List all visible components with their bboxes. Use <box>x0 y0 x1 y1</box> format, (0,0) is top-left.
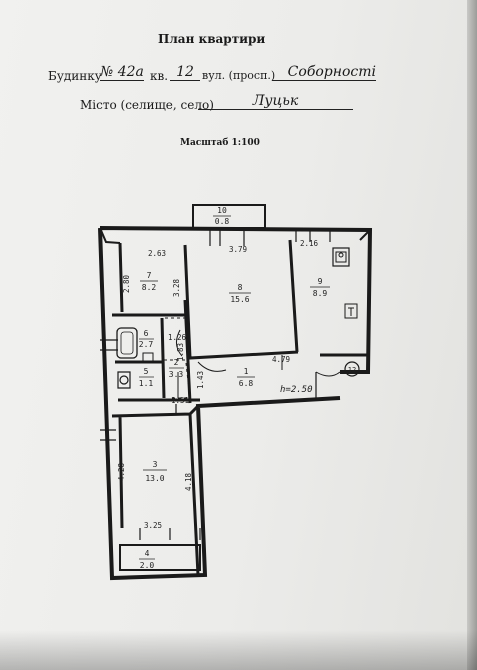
dim-label: 2.80 <box>122 274 131 293</box>
dim-label: 4.28 <box>117 462 126 481</box>
building-number: № 42а <box>100 64 144 81</box>
room-4-number: 4 <box>145 549 150 558</box>
room-2-number: 2 <box>174 358 179 367</box>
document-title: План квартири <box>158 32 266 46</box>
city-label: Місто (селище, село) <box>80 98 214 112</box>
apartment-label: кв. <box>150 69 169 83</box>
dim-label: 3.28 <box>172 278 181 297</box>
room-5-area: 1.1 <box>139 379 154 388</box>
room-5-number: 5 <box>144 367 149 376</box>
page-edge <box>467 0 477 670</box>
dim-label: 3.79 <box>229 245 247 254</box>
scale-label: Масштаб 1:100 <box>180 138 260 148</box>
street-name: Соборності <box>272 64 376 81</box>
door-swings <box>176 329 341 398</box>
dashed-passages <box>164 317 191 401</box>
dim-label: 2.16 <box>300 239 319 248</box>
bathtub-icon <box>116 327 138 359</box>
room-3-area: 13.0 <box>145 474 164 483</box>
room-4-area: 2.0 <box>140 561 155 570</box>
street-type-label: вул. (просп.) <box>202 69 276 82</box>
dim-label: 1.26 <box>168 333 187 342</box>
dim-label: 3.25 <box>144 521 162 530</box>
dim-label: 1.51 <box>171 396 189 405</box>
room-8-area: 15.6 <box>230 295 249 304</box>
kitchen-sink-icon <box>344 303 358 319</box>
inner-walls <box>111 239 368 576</box>
room-9-area: 8.9 <box>313 289 328 298</box>
room-7-number: 7 <box>147 271 152 280</box>
toilet-icon <box>117 371 131 389</box>
room-8-number: 8 <box>238 283 243 292</box>
room-6-area: 2.7 <box>139 340 154 349</box>
apartment-marker-circle <box>344 361 360 377</box>
outer-walls <box>98 226 373 581</box>
room-6-number: 6 <box>144 329 149 338</box>
dim-label: 4.18 <box>184 472 193 491</box>
dimension-labels: 3.79 2.63 2.16 2.80 3.28 1.26 4.79 1.43 … <box>117 239 319 530</box>
room-labels: 10 0.8 7 8.2 8 15.6 9 8.9 6 2.7 5 1.1 2 … <box>139 206 330 570</box>
apartment-marker: 12 <box>348 366 356 374</box>
room-1-number: 1 <box>244 367 249 376</box>
apartment-number: 12 <box>170 64 200 81</box>
page-shadow <box>0 630 477 670</box>
stove-icon <box>332 247 350 267</box>
building-label: Будинку <box>48 69 102 83</box>
room-1-area: 6.8 <box>239 379 254 388</box>
room-10-number: 10 <box>217 206 227 215</box>
dim-label: 4.79 <box>272 355 290 364</box>
room-7-area: 8.2 <box>142 283 157 292</box>
city-name: Луцьк <box>198 93 353 110</box>
dim-label: 1.83 <box>176 343 185 361</box>
ceiling-height: h=2.50 <box>280 385 313 395</box>
dim-label: 2.63 <box>148 249 166 258</box>
dim-label: 1.43 <box>196 371 205 389</box>
sink-icon <box>142 352 154 362</box>
wall-ticks <box>100 228 331 540</box>
room-3-number: 3 <box>153 460 158 469</box>
corner-step <box>99 227 371 244</box>
room-9-number: 9 <box>318 277 323 286</box>
storage-room-4 <box>119 544 201 571</box>
room-2-area: 3.3 <box>169 370 184 379</box>
room-10-area: 0.8 <box>215 217 230 226</box>
